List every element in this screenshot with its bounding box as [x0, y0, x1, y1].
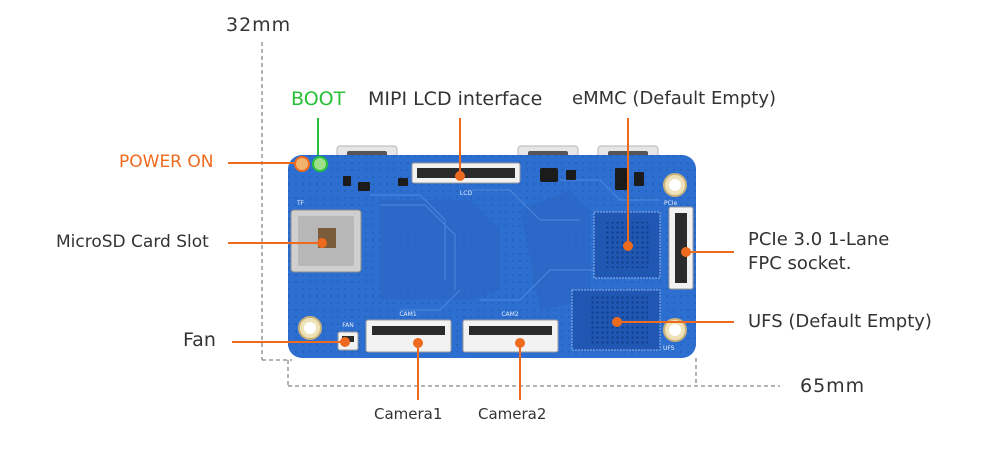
callout-emmc-dot — [623, 241, 633, 251]
trace-region-center — [380, 200, 500, 300]
mipi-lcd-connector: LCD — [411, 162, 521, 197]
power-led — [294, 156, 310, 172]
ufs-footprint: UFS — [571, 289, 675, 352]
callout-lines — [228, 118, 734, 400]
callout-camera2-dot — [515, 338, 525, 348]
callout-microsd-dot — [317, 238, 327, 248]
camera2-label: Camera2 — [478, 405, 547, 423]
microsd-slot: TF — [290, 200, 362, 273]
pcie-fpc-socket: PCIe — [664, 200, 694, 290]
small-components — [343, 168, 644, 191]
pcie-socket-pins — [675, 213, 687, 283]
height-dimension-label: 32mm — [226, 14, 292, 36]
boot-led — [312, 156, 328, 172]
emmc-label: eMMC (Default Empty) — [572, 88, 777, 109]
mounting-hole-bottom-right-center — [669, 324, 681, 336]
camera2-connector — [462, 319, 559, 353]
mounting-holes — [298, 173, 687, 342]
silk-cam1: CAM1 — [399, 311, 416, 318]
pcb-traces — [370, 179, 660, 311]
mipi-lcd-connector-pins — [417, 168, 515, 178]
silk-fan: FAN — [342, 322, 354, 329]
boot-label: BOOT — [291, 88, 346, 110]
silk-cam2: CAM2 — [501, 311, 518, 318]
callout-fan-dot — [340, 337, 350, 347]
camera-connectors: CAM1 CAM2 — [365, 311, 559, 353]
mipi-lcd-label: MIPI LCD interface — [368, 88, 543, 110]
pcie-label-line1: PCIe 3.0 1-Lane — [748, 229, 890, 250]
mounting-hole-bottom-left-center — [304, 322, 316, 334]
callout-ufs-dot — [612, 317, 622, 327]
microsd-label: MicroSD Card Slot — [56, 232, 209, 252]
callout-camera1-dot — [413, 338, 423, 348]
camera1-label: Camera1 — [374, 405, 443, 423]
silk-lcd: LCD — [460, 190, 473, 197]
callout-mipi-lcd-dot — [455, 171, 465, 181]
width-dimension-label: 65mm — [800, 375, 866, 397]
camera1-connector — [365, 319, 452, 353]
silk-tf: TF — [296, 200, 305, 207]
silk-ufs: UFS — [663, 345, 675, 352]
silk-pcie: PCIe — [664, 200, 678, 207]
fan-label: Fan — [183, 329, 216, 351]
mounting-hole-top-right-center — [669, 179, 681, 191]
pcie-label-line2: FPC socket. — [748, 253, 852, 274]
camera1-connector-pins — [372, 326, 445, 335]
camera2-connector-pins — [469, 326, 552, 335]
dimension-lines — [261, 42, 780, 387]
ufs-label: UFS (Default Empty) — [748, 311, 932, 332]
power-on-label: POWER ON — [119, 152, 214, 172]
callout-pcie-dot — [681, 247, 691, 257]
